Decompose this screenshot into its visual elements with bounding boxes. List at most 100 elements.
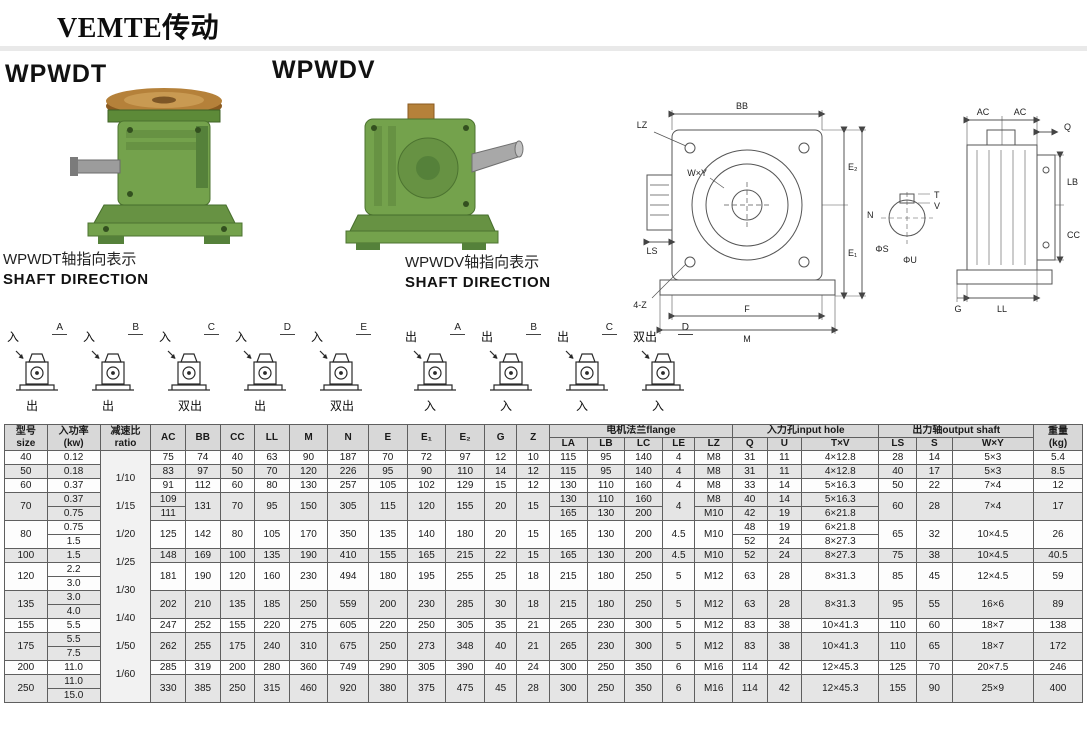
- table-cell: G: [483, 424, 518, 451]
- diagram-label-top: 出: [481, 330, 494, 344]
- table-cell: 重量(kg): [1033, 424, 1083, 451]
- table-cell: 55: [916, 590, 953, 619]
- table-cell: 14: [916, 450, 953, 465]
- table-cell: 28: [878, 450, 918, 465]
- dim-label-n: N: [867, 210, 874, 220]
- table-cell: 305: [327, 492, 369, 521]
- table-cell: 63: [732, 562, 768, 591]
- dim-label-ac1: AC: [977, 107, 990, 117]
- table-cell: 300: [548, 674, 588, 703]
- diagram-label-top: 出: [405, 330, 418, 344]
- table-cell: 31: [732, 464, 768, 479]
- table-cell: 8×31.3: [801, 562, 880, 591]
- table-cell: 315: [254, 674, 290, 703]
- table-cell: 390: [445, 660, 485, 675]
- table-cell: 12×45.3: [801, 674, 880, 703]
- table-cell: 202: [150, 590, 186, 619]
- table-cell: 257: [327, 478, 369, 493]
- table-cell: 7.5: [46, 646, 101, 661]
- table-cell: 28: [516, 674, 550, 703]
- gearbox-glyph-icon: [641, 350, 684, 391]
- table-cell: 319: [184, 660, 221, 675]
- table-cell: 111: [150, 506, 186, 521]
- table-cell: 400: [1033, 674, 1083, 703]
- table-cell: 310: [288, 632, 329, 661]
- table-cell: 6: [661, 660, 696, 675]
- table-cell: 250: [367, 632, 408, 661]
- table-cell: 172: [1033, 632, 1083, 661]
- table-cell: 130: [288, 478, 329, 493]
- table-cell: 181: [150, 562, 186, 591]
- table-cell: 4.5: [661, 520, 696, 549]
- table-cell: 120: [219, 562, 256, 591]
- table-cell: 360: [288, 660, 329, 675]
- table-cell: 10×41.3: [801, 618, 880, 633]
- table-cell: 5×16.3: [801, 492, 880, 507]
- table-cell: LZ: [694, 437, 734, 451]
- diagram-label-bottom: 入: [500, 399, 513, 413]
- table-cell: 155: [445, 492, 485, 521]
- table-cell: 入力孔input hole: [732, 424, 880, 438]
- table-cell: 40: [483, 632, 518, 661]
- table-cell: 195: [406, 562, 447, 591]
- table-cell: 175: [219, 632, 256, 661]
- table-cell: 110: [445, 464, 485, 479]
- table-cell: M16: [694, 660, 734, 675]
- table-cell: 70: [4, 492, 48, 521]
- table-cell: 6×21.8: [801, 520, 880, 535]
- table-cell: 80: [219, 520, 256, 549]
- table-cell: 180: [586, 590, 626, 619]
- table-cell: 75: [878, 548, 918, 563]
- table-cell: 65: [916, 632, 953, 661]
- dim-label-ac2: AC: [1014, 107, 1027, 117]
- gearbox-glyph-icon: [319, 350, 362, 391]
- table-cell: 38: [916, 548, 953, 563]
- dim-label-cc: CC: [1067, 230, 1080, 240]
- table-cell: 165: [406, 548, 447, 563]
- table-cell: U: [766, 437, 803, 451]
- table-cell: 262: [150, 632, 186, 661]
- table-cell: 48: [732, 520, 768, 535]
- table-cell: 4×12.8: [801, 450, 880, 465]
- table-cell: 215: [548, 562, 588, 591]
- table-cell: 91: [150, 478, 186, 493]
- table-cell: 15: [516, 520, 550, 549]
- table-cell: 131: [184, 492, 221, 521]
- table-cell: 160: [624, 478, 663, 493]
- dim-label-phiu: ΦU: [903, 255, 917, 265]
- table-cell: 5: [661, 590, 696, 619]
- table-cell: 95: [254, 492, 290, 521]
- table-cell: 4.0: [46, 604, 101, 619]
- table-cell: 5: [661, 632, 696, 661]
- table-cell: 6×21.8: [801, 506, 880, 521]
- table-cell: E: [367, 424, 408, 451]
- dim-label-ls: LS: [646, 246, 657, 256]
- table-cell: 250: [288, 590, 329, 619]
- table-cell: 200: [624, 520, 663, 549]
- diagram-label-bottom: 出: [102, 399, 115, 413]
- table-cell: 135: [219, 590, 256, 619]
- table-cell: 165: [548, 506, 588, 521]
- table-cell: 255: [184, 632, 221, 661]
- table-row: 7.5: [5, 646, 1083, 661]
- table-cell: 40: [732, 492, 768, 507]
- table-cell: 16×6: [951, 590, 1035, 619]
- table-cell: 148: [150, 548, 186, 563]
- wpwdt-product-photo: [46, 80, 274, 257]
- table-cell: 190: [288, 548, 329, 563]
- table-cell: M8: [694, 478, 734, 493]
- table-cell: 300: [624, 632, 663, 661]
- table-cell: 348: [445, 632, 485, 661]
- table-cell: 90: [288, 450, 329, 465]
- diagram-letter: A: [52, 322, 67, 335]
- table-cell: 40: [483, 660, 518, 675]
- table-cell: 21: [516, 632, 550, 661]
- wpwdv-shaft-direction-caption: WPWDV轴指向表示 SHAFT DIRECTION: [405, 253, 551, 293]
